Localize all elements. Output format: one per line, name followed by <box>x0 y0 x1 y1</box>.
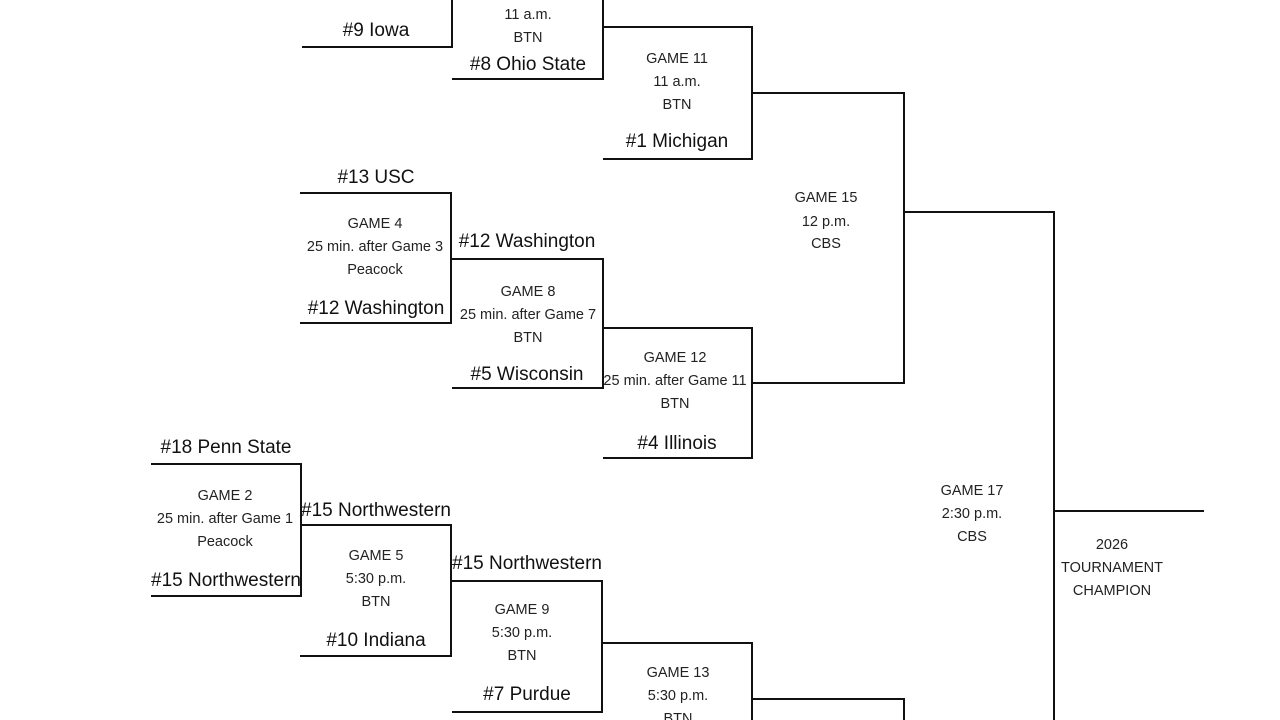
game-network: BTN <box>362 594 391 610</box>
champion-title: TOURNAMENT <box>1061 560 1163 576</box>
game-network: BTN <box>663 97 692 113</box>
game-2-connector <box>151 463 302 597</box>
game-network: BTN <box>661 396 690 412</box>
game-network: BTN <box>514 330 543 346</box>
game-network: Peacock <box>197 534 253 550</box>
game-network: Peacock <box>347 262 403 278</box>
team-label: #13 USC <box>337 167 414 188</box>
team-label: #8 Ohio State <box>470 54 586 75</box>
game-time: 25 min. after Game 3 <box>307 239 443 255</box>
game-5-connector <box>300 524 452 657</box>
game-17-connector <box>904 211 1055 720</box>
team-label: #1 Michigan <box>626 131 728 152</box>
game-name: GAME 9 <box>495 602 550 618</box>
game-time: 2:30 p.m. <box>942 506 1002 522</box>
game-time: 5:30 p.m. <box>346 571 406 587</box>
team-label: #5 Wisconsin <box>471 364 584 385</box>
game-network: BTN <box>514 30 543 46</box>
game-12-connector <box>603 327 753 459</box>
game-15-connector <box>752 92 905 384</box>
game-name: GAME 15 <box>795 190 858 206</box>
game-time: 25 min. after Game 11 <box>603 373 746 389</box>
game-name: GAME 2 <box>198 488 253 504</box>
game-network: CBS <box>811 236 841 252</box>
game-network: CBS <box>957 529 987 545</box>
team-label: #12 Washington <box>459 231 596 252</box>
team-label: #12 Washington <box>308 298 445 319</box>
bracket-lines <box>151 0 1204 720</box>
game-time: 11 a.m. <box>504 7 551 23</box>
game-network: BTN <box>664 711 693 720</box>
game-name: GAME 12 <box>644 350 707 366</box>
game-name: GAME 5 <box>349 548 404 564</box>
team-label: #15 Northwestern <box>151 570 301 591</box>
game-time: 5:30 p.m. <box>648 688 708 704</box>
game-name: GAME 13 <box>647 665 710 681</box>
game-time: 25 min. after Game 1 <box>157 511 293 527</box>
game-15-lower-connector <box>752 698 905 720</box>
champion-year: 2026 <box>1096 537 1128 553</box>
game-8-connector <box>451 258 604 389</box>
game-9-connector <box>451 580 603 713</box>
game-time: 5:30 p.m. <box>492 625 552 641</box>
team-label: #7 Purdue <box>483 684 571 705</box>
game-time: 25 min. after Game 7 <box>460 307 596 323</box>
game-network: BTN <box>508 648 537 664</box>
game-name: GAME 4 <box>348 216 403 232</box>
game-name: GAME 17 <box>941 483 1004 499</box>
game-name: GAME 11 <box>646 51 708 67</box>
team-label: #18 Penn State <box>161 437 292 458</box>
game-13-connector <box>602 642 753 720</box>
game-name: GAME 8 <box>501 284 556 300</box>
champion-subtitle: CHAMPION <box>1073 583 1151 599</box>
team-label: #15 Northwestern <box>301 500 451 521</box>
game-time: 11 a.m. <box>653 74 700 90</box>
team-label: #4 Illinois <box>637 433 716 454</box>
team-label: #9 Iowa <box>343 20 410 41</box>
team-label: #10 Indiana <box>326 630 426 651</box>
game-3-connector <box>302 0 453 48</box>
game-time: 12 p.m. <box>802 214 850 230</box>
team-label: #15 Northwestern <box>452 553 602 574</box>
